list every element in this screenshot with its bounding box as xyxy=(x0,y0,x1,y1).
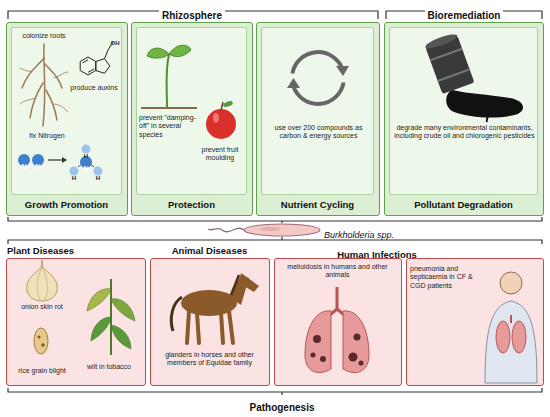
panel-text: onion skin rot xyxy=(9,303,75,311)
label-slot: H xyxy=(69,166,79,184)
organism-name: Burkholderia spp. xyxy=(324,230,394,241)
text-slot: Nutrient Cycling xyxy=(257,199,378,210)
atom-symbol: OH xyxy=(111,39,120,47)
protection-illustration xyxy=(137,28,248,194)
content-panel: use over 200 compounds as carbon & energ… xyxy=(261,27,374,195)
group-label: Bioremediation xyxy=(425,10,504,22)
feature-panel: degrade many environmental contaminants,… xyxy=(384,22,544,216)
text-slot: degrade many environmental contaminants,… xyxy=(394,124,535,141)
text-slot: colonize roots xyxy=(14,32,74,40)
label-slot: Rhizosphere xyxy=(147,5,237,23)
bacterium-icon xyxy=(208,224,320,236)
text-slot: melioidosis in humans and other animals xyxy=(278,263,397,280)
content-panel: prevent "damping-off" in several species… xyxy=(136,27,247,195)
text-slot: glanders in horses and other members of … xyxy=(154,351,265,368)
atom-symbol: H xyxy=(72,173,76,183)
atom-symbol: N xyxy=(21,162,26,172)
panel-text: use over 200 compounds as carbon & energ… xyxy=(266,124,371,141)
label-slot: Burkholderia spp. xyxy=(324,224,424,242)
panel-text: rice grain blight xyxy=(9,367,75,375)
panel-text: wilt in tobacco xyxy=(77,363,141,371)
panel-text: degrade many environmental contaminants,… xyxy=(394,124,535,141)
content-panel: degrade many environmental contaminants,… xyxy=(389,27,538,195)
label-slot: N xyxy=(19,155,29,173)
oil-barrel-icon xyxy=(390,28,539,194)
text-slot: fix Nitrogen xyxy=(14,132,80,140)
label-slot: H xyxy=(81,144,91,162)
label-slot: H xyxy=(93,166,103,184)
text-slot: Animal Diseases xyxy=(151,245,268,256)
panel-heading: Animal Diseases xyxy=(151,245,268,256)
content-panel: colonize roots produce auxins fix Nitrogen… xyxy=(11,27,122,195)
panel-text: prevent "damping-off" in several species xyxy=(139,114,201,139)
group-bracket xyxy=(8,217,542,223)
text-slot: Plant Diseases xyxy=(7,245,127,256)
text-slot: Pollutant Degradation xyxy=(385,199,542,210)
panel-heading: Pollutant Degradation xyxy=(385,199,542,210)
feature-panel: use over 200 compounds as carbon & energ… xyxy=(256,22,380,216)
text-slot: prevent fruit moulding xyxy=(193,146,247,163)
group-label: Rhizosphere xyxy=(159,10,225,22)
atom-symbol: N xyxy=(35,162,40,172)
panel-heading: Plant Diseases xyxy=(7,245,127,256)
disease-panel: pneumonia and septicaemia in CF & CGD pa… xyxy=(406,258,544,386)
panel-heading: Protection xyxy=(132,199,251,210)
panel-text: glanders in horses and other members of … xyxy=(154,351,265,368)
group-bracket xyxy=(8,388,542,395)
label-slot: Human Infections xyxy=(322,244,432,262)
label-slot: Pathogenesis xyxy=(232,397,332,415)
text-slot: prevent "damping-off" in several species xyxy=(139,114,201,139)
panel-heading: Nutrient Cycling xyxy=(257,199,378,210)
cycle-arrows-icon xyxy=(262,28,375,194)
panel-heading: Growth Promotion xyxy=(7,199,126,210)
panel-text: pneumonia and septicaemia in CF & CGD pa… xyxy=(410,265,482,290)
text-slot: rice grain blight xyxy=(9,367,75,375)
text-slot: onion skin rot xyxy=(9,303,75,311)
label-slot: N xyxy=(81,157,91,175)
disease-panel: Plant Diseasesonion skin rotrice grain b… xyxy=(6,258,146,386)
panel-text: produce auxins xyxy=(66,84,122,92)
panel-text: fix Nitrogen xyxy=(14,132,80,140)
text-slot: Growth Promotion xyxy=(7,199,126,210)
panel-text: prevent fruit moulding xyxy=(193,146,247,163)
group-bracket xyxy=(8,237,542,244)
feature-panel: prevent "damping-off" in several species… xyxy=(131,22,253,216)
text-slot: Protection xyxy=(132,199,251,210)
group-label: Pathogenesis xyxy=(246,402,317,414)
section-label: Human Infections xyxy=(337,249,417,260)
panel-text: colonize roots xyxy=(14,32,74,40)
growth-illustration xyxy=(12,28,123,194)
text-slot: wilt in tobacco xyxy=(77,363,141,371)
label-slot: N xyxy=(33,155,43,173)
panel-text: melioidosis in humans and other animals xyxy=(278,263,397,280)
disease-panel: Animal Diseasesglanders in horses and ot… xyxy=(150,258,270,386)
atom-symbol: H xyxy=(96,173,100,183)
disease-panel: melioidosis in humans and other animals xyxy=(274,258,402,386)
label-slot: Bioremediation xyxy=(419,5,509,23)
feature-panel: colonize roots produce auxins fix Nitrogen… xyxy=(6,22,128,216)
atom-symbol: H xyxy=(84,151,88,161)
text-slot: produce auxins xyxy=(66,84,122,92)
text-slot: use over 200 compounds as carbon & energ… xyxy=(266,124,371,141)
text-slot: pneumonia and septicaemia in CF & CGD pa… xyxy=(410,265,482,290)
atom-symbol: N xyxy=(83,164,88,174)
label-slot: OH xyxy=(107,31,123,49)
